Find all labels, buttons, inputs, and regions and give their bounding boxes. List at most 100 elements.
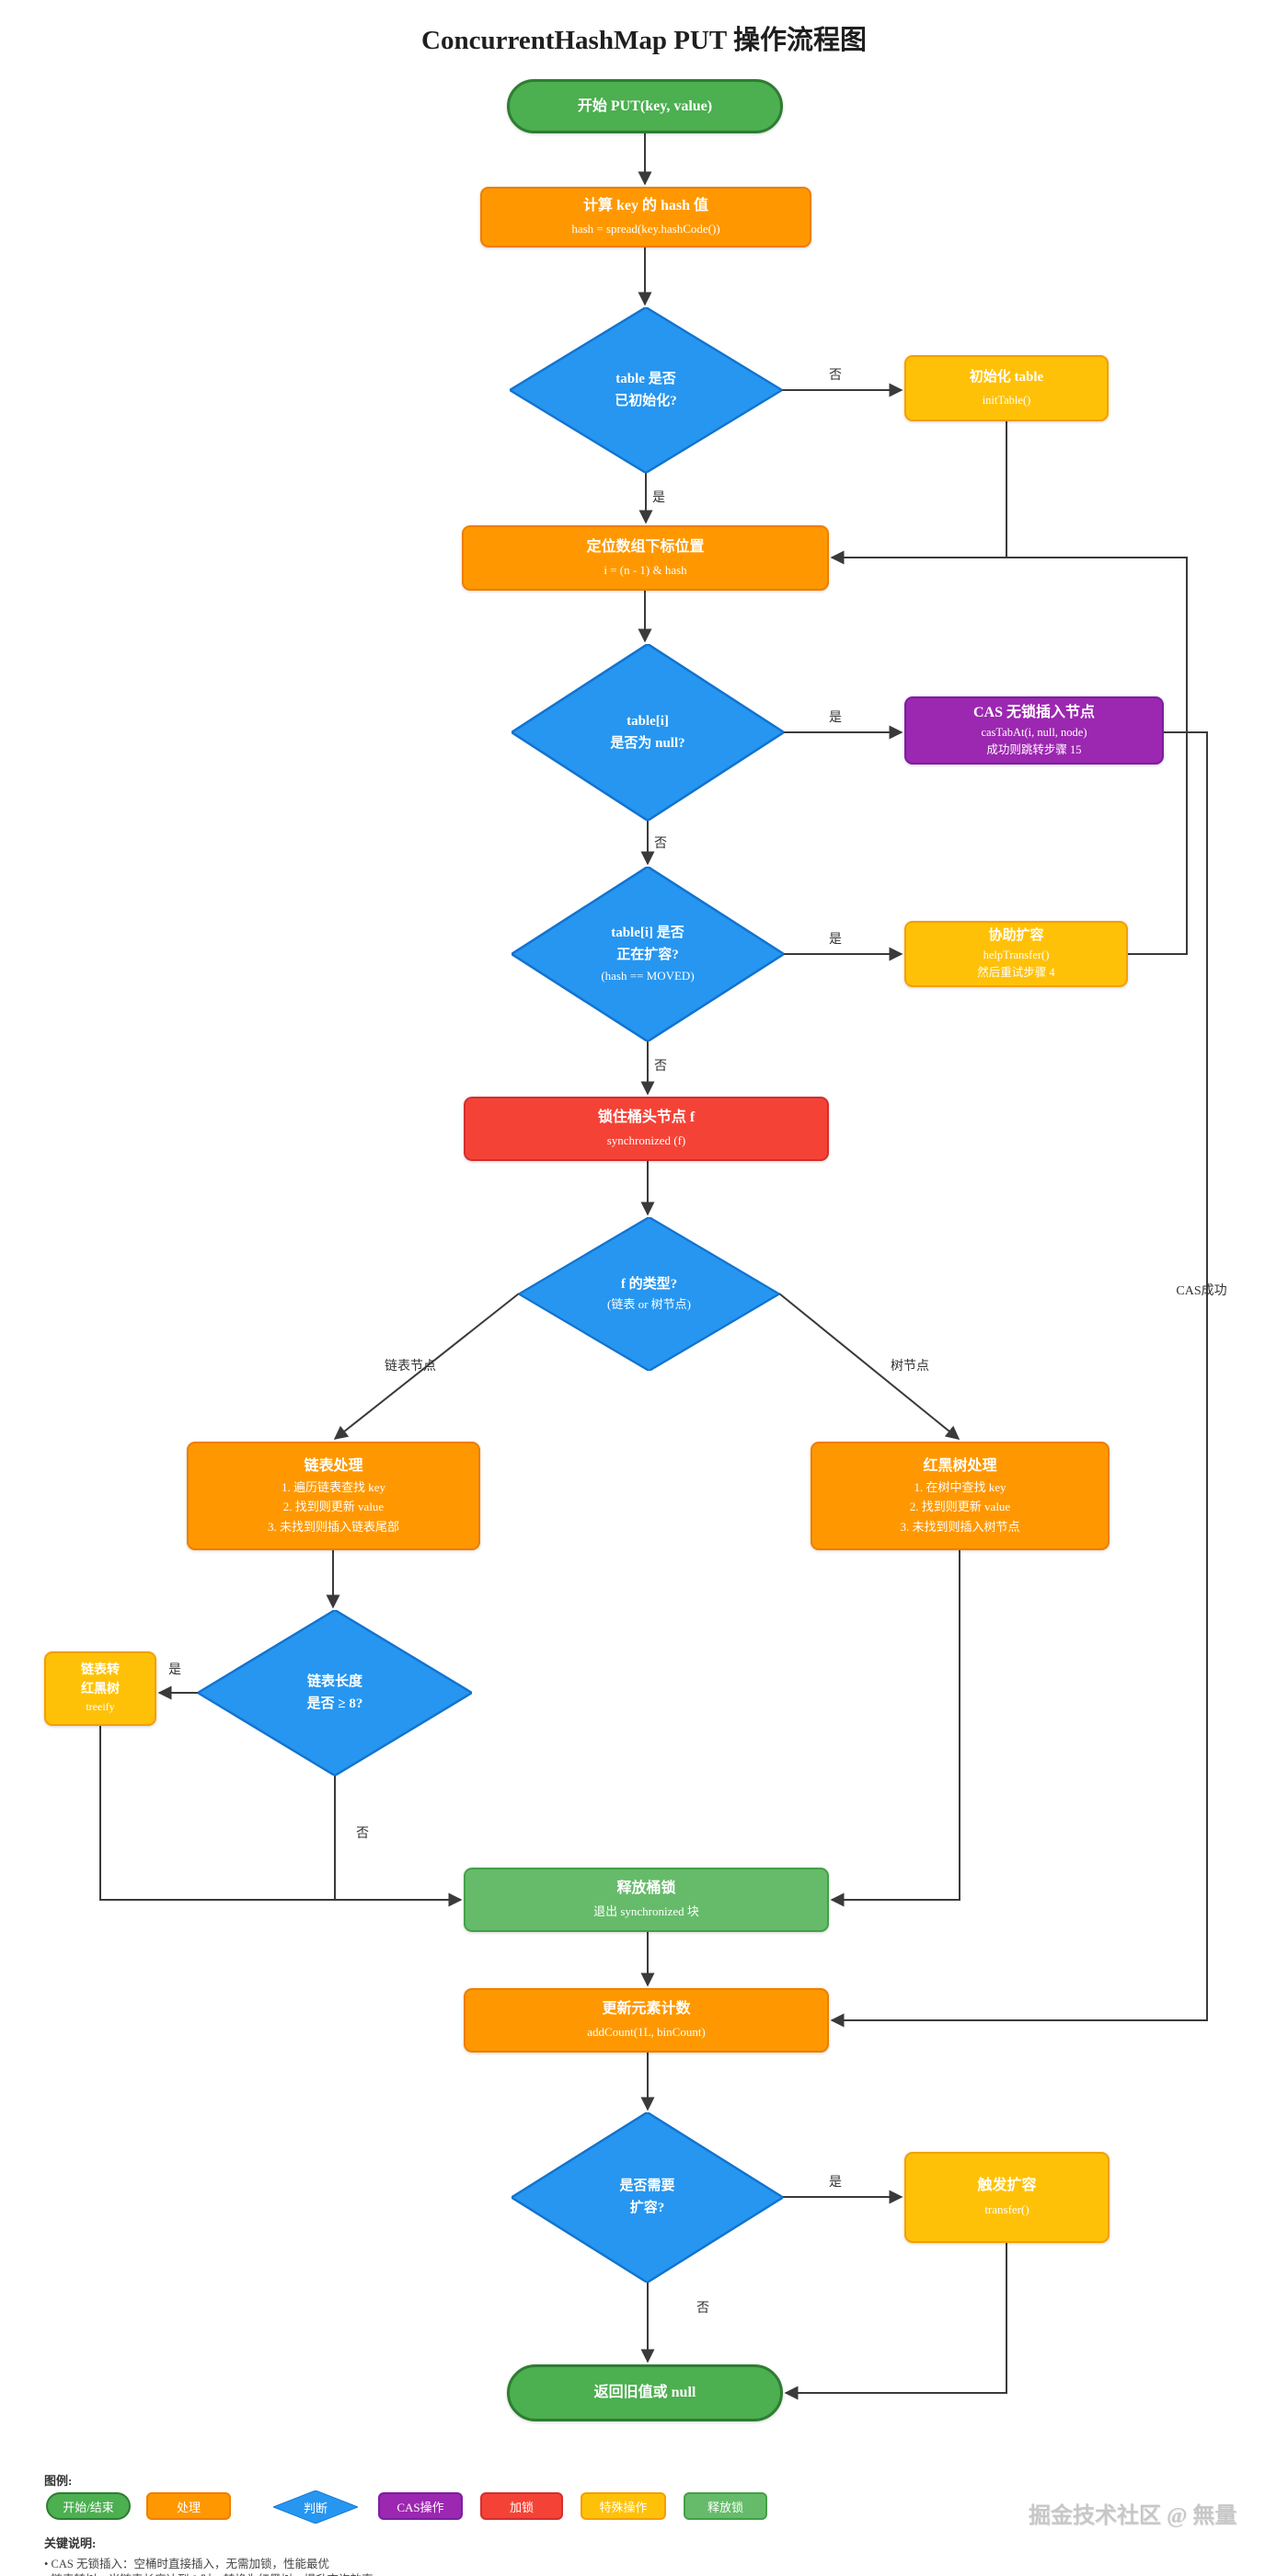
- legend-item-decision-label: 判断: [303, 2501, 328, 2515]
- decision-need-resize-line2: 扩容?: [629, 2201, 665, 2215]
- edge-label-cas-success: CAS成功: [1176, 1284, 1227, 1298]
- node-list-handling-title: 链表处理: [304, 1457, 363, 1474]
- node-transfer-title: 触发扩容: [977, 2178, 1037, 2194]
- decision-table-initialized-line2: 已初始化?: [615, 393, 677, 408]
- edge-label-no-moved: 否: [654, 1060, 667, 1074]
- edge-label-yes-init: 是: [652, 491, 665, 505]
- node-transfer: 触发扩容 transfer(): [904, 2152, 1110, 2243]
- node-cas-insert: CAS 无锁插入节点 casTabAt(i, null, node) 成功则跳转…: [904, 696, 1164, 765]
- page-title: ConcurrentHashMap PUT 操作流程图: [421, 26, 867, 55]
- decision-list-length-line2: 是否 ≥ 8?: [306, 1696, 363, 1711]
- edge-label-tree-node: 树节点: [891, 1360, 929, 1374]
- decision-node-type-line2: (链表 or 树节点): [607, 1297, 691, 1312]
- node-compute-hash-sub: hash = spread(key.hashCode()): [571, 222, 720, 236]
- decision-table-initialized-line1: table 是否: [615, 371, 676, 386]
- edge-tree-unlock: [830, 1550, 960, 1907]
- edge-label-no-init: 否: [829, 369, 842, 383]
- node-end-label: 返回旧值或 null: [593, 2385, 696, 2400]
- node-tree-handling-item3: 3. 未找到则插入树节点: [900, 1519, 1020, 1534]
- edge-label-yes-resize: 是: [829, 2176, 842, 2190]
- edge-label-no-len: 否: [356, 1827, 369, 1841]
- diamond-shape: [519, 1217, 779, 1371]
- node-treeify-sub: treeify: [86, 1700, 115, 1714]
- decision-table-i-null-line2: 是否为 null?: [610, 735, 685, 751]
- node-help-transfer-title: 协助扩容: [988, 928, 1044, 944]
- node-release-lock-title: 释放桶锁: [616, 1880, 676, 1897]
- decision-node-type-line1: f 的类型?: [620, 1276, 678, 1292]
- node-init-table-title: 初始化 table: [969, 370, 1044, 385]
- edge-transfer-end: [784, 2243, 1007, 2400]
- watermark: 掘金技术社区 @ 無量: [1029, 2504, 1237, 2528]
- node-cas-insert-sub1: casTabAt(i, null, node): [981, 725, 1087, 739]
- node-compute-hash-title: 计算 key 的 hash 值: [582, 198, 709, 214]
- node-start: 开始 PUT(key, value): [507, 79, 783, 133]
- decision-table-i-null: table[i] 是否为 null?: [512, 644, 784, 821]
- decision-list-length-line1: 链表长度: [306, 1673, 362, 1689]
- legend-item-cas: CAS操作: [378, 2492, 463, 2520]
- legend-item-start-end: 开始/结束: [46, 2492, 131, 2520]
- legend-item-decision: 判断: [273, 2490, 358, 2524]
- node-add-count-sub: addCount(1L, binCount): [587, 2025, 706, 2040]
- diamond-shape: [512, 2112, 783, 2283]
- edge-label-list-node: 链表节点: [385, 1360, 436, 1374]
- edge-label-no-null: 否: [654, 837, 667, 851]
- edge-label-yes-moved: 是: [829, 933, 842, 947]
- node-init-table-sub: initTable(): [982, 393, 1031, 407]
- note-line-2: • 链表转树：当链表长度达到 8 时，转换为红黑树，提升查询效率: [44, 2570, 374, 2576]
- note-line-1: • CAS 无锁插入：空桶时直接插入，无需加锁，性能最优: [44, 2558, 329, 2570]
- legend-item-special: 特殊操作: [581, 2492, 666, 2520]
- node-end: 返回旧值或 null: [507, 2364, 783, 2421]
- node-release-lock-sub: 退出 synchronized 块: [593, 1904, 699, 1919]
- decision-table-initialized: table 是否 已初始化?: [510, 307, 782, 473]
- diamond-shape: [512, 867, 784, 1041]
- diamond-shape: [512, 644, 784, 821]
- decision-table-resizing-line1: table[i] 是否: [611, 926, 684, 941]
- decision-need-resize: 是否需要 扩容?: [512, 2112, 783, 2283]
- edge-dtype-tree: [778, 1293, 960, 1440]
- node-cas-insert-title: CAS 无锁插入节点: [972, 704, 1095, 720]
- legend-item-release: 释放锁: [684, 2492, 767, 2520]
- legend-diamond-shape: [273, 2490, 358, 2524]
- node-locate-index-sub: i = (n - 1) & hash: [604, 562, 687, 577]
- legend-item-lock: 加锁: [480, 2492, 563, 2520]
- node-help-transfer-sub1: helpTransfer(): [983, 949, 1050, 962]
- node-help-transfer: 协助扩容 helpTransfer() 然后重试步骤 4: [904, 921, 1128, 987]
- node-tree-handling-item1: 1. 在树中查找 key: [914, 1479, 1006, 1494]
- decision-table-resizing: table[i] 是否 正在扩容? (hash == MOVED): [512, 867, 784, 1041]
- node-list-handling-item3: 3. 未找到则插入链表尾部: [267, 1519, 399, 1534]
- diamond-shape: [510, 307, 782, 473]
- node-compute-hash: 计算 key 的 hash 值 hash = spread(key.hashCo…: [480, 187, 811, 247]
- node-list-handling-item1: 1. 遍历链表查找 key: [281, 1479, 386, 1494]
- decision-table-i-null-line1: table[i]: [627, 713, 669, 729]
- node-list-handling-item2: 2. 找到则更新 value: [282, 1500, 385, 1514]
- node-transfer-sub: transfer(): [984, 2202, 1029, 2217]
- node-treeify-line2: 红黑树: [81, 1682, 120, 1696]
- decision-table-resizing-line3: (hash == MOVED): [601, 968, 695, 983]
- node-add-count: 更新元素计数 addCount(1L, binCount): [464, 1988, 829, 2053]
- node-tree-handling: 红黑树处理 1. 在树中查找 key 2. 找到则更新 value 3. 未找到…: [811, 1442, 1110, 1550]
- node-list-handling: 链表处理 1. 遍历链表查找 key 2. 找到则更新 value 3. 未找到…: [187, 1442, 480, 1550]
- node-tree-handling-title: 红黑树处理: [923, 1457, 997, 1474]
- node-cas-insert-sub2: 成功则跳转步骤 15: [986, 743, 1082, 756]
- node-tree-handling-item2: 2. 找到则更新 value: [909, 1500, 1011, 1514]
- node-locate-index-title: 定位数组下标位置: [586, 538, 705, 555]
- legend-heading: 图例:: [44, 2474, 73, 2488]
- decision-list-length: 链表长度 是否 ≥ 8?: [198, 1610, 472, 1776]
- decision-need-resize-line1: 是否需要: [619, 2179, 675, 2194]
- node-locate-index: 定位数组下标位置 i = (n - 1) & hash: [462, 525, 829, 591]
- node-treeify-line1: 链表转: [81, 1663, 120, 1678]
- node-help-transfer-sub2: 然后重试步骤 4: [977, 966, 1055, 980]
- edge-label-yes-len: 是: [168, 1663, 181, 1677]
- edge-label-yes-null: 是: [829, 711, 842, 725]
- edge-label-no-resize: 否: [696, 2302, 709, 2316]
- node-lock-bucket-sub: synchronized (f): [606, 1133, 686, 1148]
- node-start-label: 开始 PUT(key, value): [577, 98, 713, 114]
- notes-heading: 关键说明:: [44, 2536, 97, 2550]
- node-add-count-title: 更新元素计数: [602, 2001, 691, 2018]
- node-release-lock: 释放桶锁 退出 synchronized 块: [464, 1868, 829, 1932]
- node-init-table: 初始化 table initTable(): [904, 355, 1109, 421]
- node-lock-bucket-title: 锁住桶头节点 f: [597, 1110, 696, 1126]
- legend-item-process: 处理: [146, 2492, 231, 2520]
- node-treeify: 链表转 红黑树 treeify: [44, 1651, 156, 1726]
